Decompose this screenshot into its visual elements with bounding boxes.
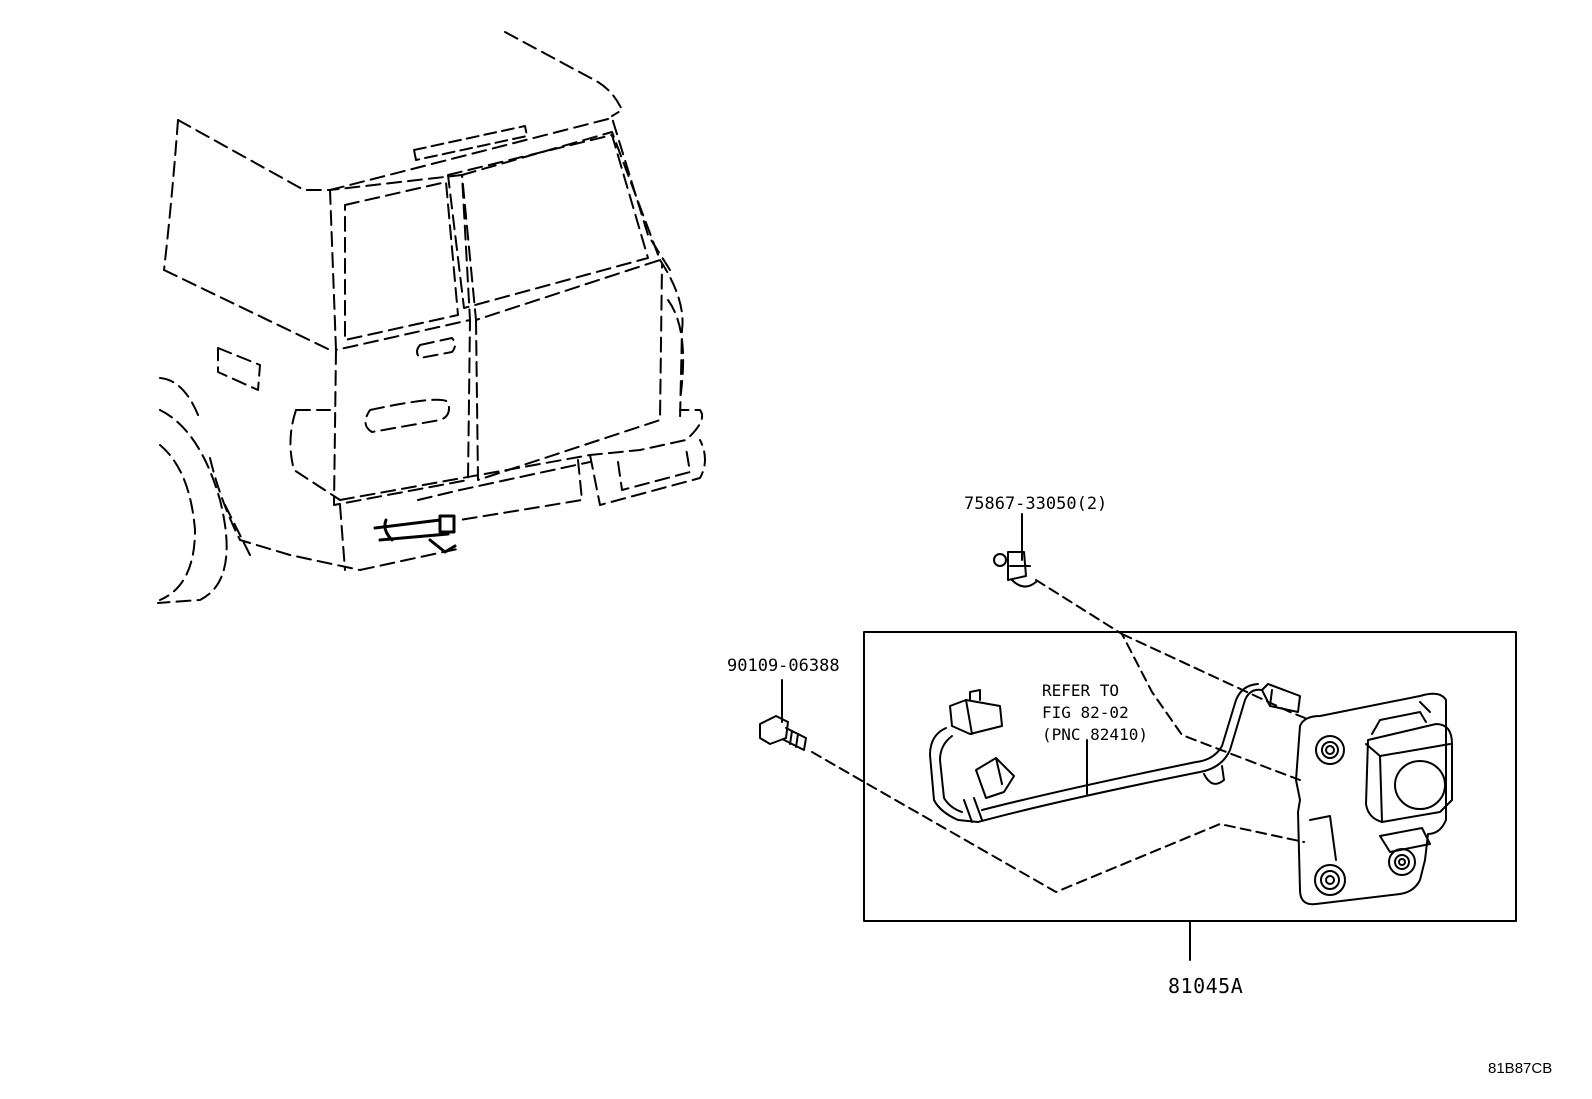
- refer-note-line1: REFER TO: [1042, 681, 1120, 700]
- assembly-part-number[interactable]: 81045A: [1168, 974, 1244, 998]
- bolt-part-number[interactable]: 90109-06388: [727, 656, 840, 676]
- wire-harness: [929, 683, 1301, 823]
- assembly-group-box: [863, 631, 1517, 922]
- vehicle-rear-illustration: [157, 31, 706, 604]
- bolt-icon: [759, 679, 807, 751]
- camera-assembly-icon: [1295, 692, 1453, 906]
- clip-install-line-2: [1121, 633, 1306, 719]
- refer-note: REFER TO FIG 82-02 (PNC 82410): [1042, 680, 1148, 746]
- illustration-code: 81B87CB: [1488, 1060, 1553, 1077]
- refer-note-line3[interactable]: (PNC 82410): [1042, 725, 1148, 744]
- clip-part-number[interactable]: 75867-33050(2): [964, 494, 1108, 514]
- camera-location-on-bumper: [373, 514, 457, 554]
- high-mount-stop-lamp: [413, 125, 528, 161]
- clip-icon: [993, 513, 1037, 588]
- refer-note-line2: FIG 82-02: [1042, 703, 1129, 722]
- bolt-install-line: [811, 751, 1305, 893]
- clip-install-line: [1035, 579, 1301, 781]
